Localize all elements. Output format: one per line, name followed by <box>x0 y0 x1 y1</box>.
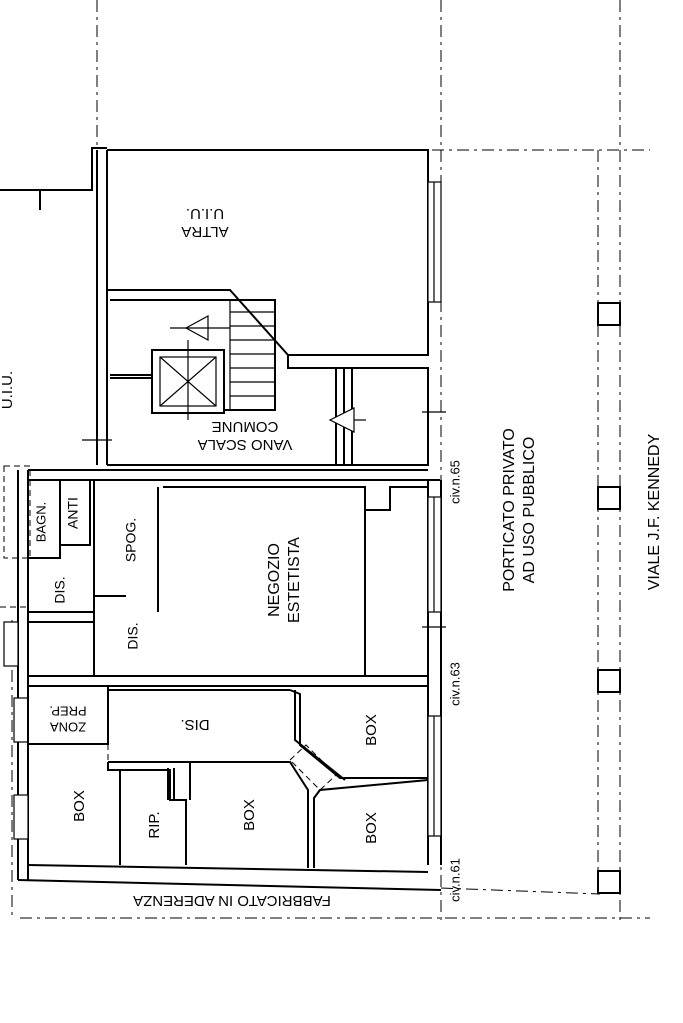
label-porticato: PORTICATO PRIVATO AD USO PUBBLICO <box>501 428 538 592</box>
label-dis-mid: DIS. <box>125 622 141 649</box>
interior-walls <box>27 480 429 868</box>
staircase <box>82 299 276 441</box>
svg-text:ZONA: ZONA <box>50 720 86 735</box>
svg-text:U.I.U.: U.I.U. <box>186 205 224 222</box>
label-box-2: BOX <box>241 799 258 831</box>
boundary-lines <box>0 0 650 920</box>
svg-text:PORTICATO PRIVATO: PORTICATO PRIVATO <box>501 428 518 592</box>
label-civ-65: civ.n.65 <box>447 460 462 504</box>
svg-text:AD USO PUBBLICO: AD USO PUBBLICO <box>521 437 538 584</box>
bathroom-outline <box>3 465 31 559</box>
label-bagn: BAGN. <box>33 502 48 542</box>
vano-scala-walls <box>107 355 446 466</box>
label-fabbricato: FABBRICATO IN ADERENZA <box>133 892 331 909</box>
label-anti: ANTI <box>65 497 81 529</box>
porticato-pillars <box>597 302 621 894</box>
label-negozio: NEGOZIO ESTETISTA <box>266 537 303 623</box>
label-dis-small: DIS. <box>52 576 68 603</box>
altra-uiu-room <box>107 149 442 356</box>
label-box-3: BOX <box>363 714 380 746</box>
svg-text:NEGOZIO: NEGOZIO <box>266 543 283 617</box>
label-vano-scala: VANO SCALA COMUNE <box>198 418 293 453</box>
label-box-1: BOX <box>71 790 88 822</box>
label-civ-63: civ.n.63 <box>447 662 462 706</box>
room-labels: ALTRA U.I.U. U.I.U. VANO SCALA COMUNE NE… <box>0 205 663 909</box>
label-civ-61: civ.n.61 <box>447 858 462 902</box>
svg-text:ALTRA: ALTRA <box>181 223 228 240</box>
shop-walls <box>3 469 446 891</box>
label-dis-corridor: DIS. <box>180 716 209 733</box>
svg-text:PREP.: PREP. <box>49 704 86 719</box>
label-box-4: BOX <box>363 812 380 844</box>
svg-text:ESTETISTA: ESTETISTA <box>286 537 303 623</box>
label-altra-uiu: ALTRA U.I.U. <box>181 205 228 240</box>
adjacent-unit-walls <box>0 147 108 465</box>
label-spog: SPOG. <box>123 518 139 562</box>
svg-text:VANO SCALA: VANO SCALA <box>198 436 293 453</box>
svg-text:COMUNE: COMUNE <box>212 418 279 435</box>
label-uiu-left: U.I.U. <box>0 371 16 409</box>
label-zona-prep: ZONA PREP. <box>49 704 86 735</box>
label-rip: RIP. <box>146 811 163 838</box>
label-viale: VIALE J.F. KENNEDY <box>646 433 663 590</box>
